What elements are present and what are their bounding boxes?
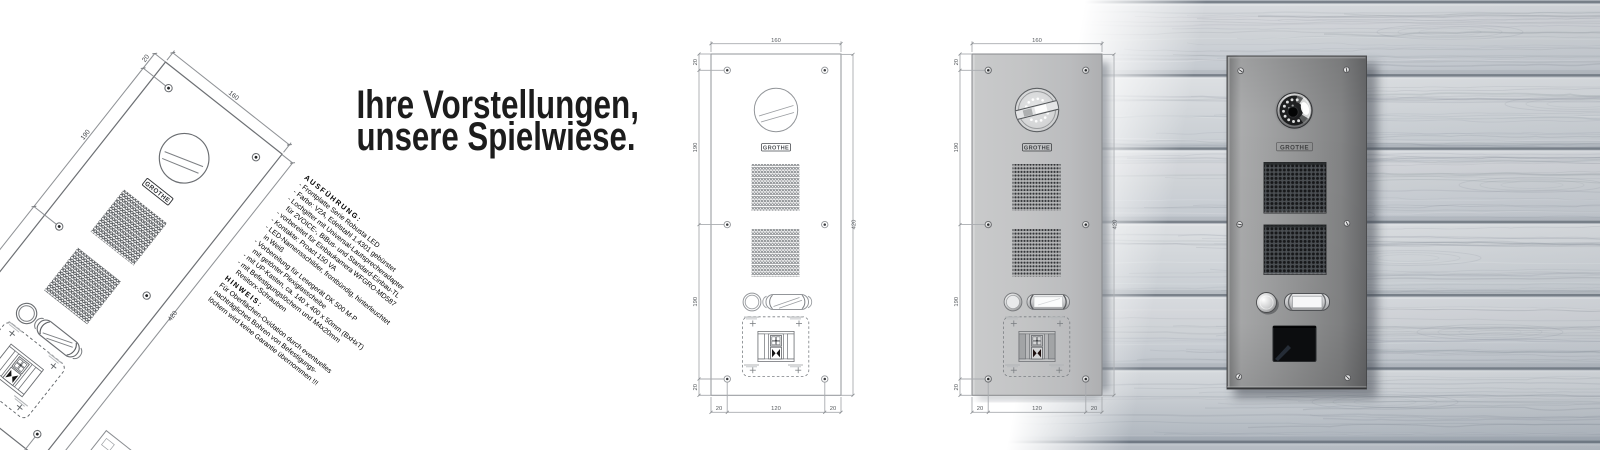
svg-text:20: 20 <box>716 406 722 412</box>
svg-text:GROTHE: GROTHE <box>1024 145 1050 151</box>
svg-text:20: 20 <box>954 384 960 390</box>
svg-text:120: 120 <box>1032 406 1042 412</box>
svg-text:20: 20 <box>954 59 960 65</box>
svg-text:420: 420 <box>1112 220 1118 230</box>
svg-text:20: 20 <box>141 53 151 63</box>
svg-text:GROTHE: GROTHE <box>763 145 789 151</box>
svg-text:160: 160 <box>1032 38 1042 44</box>
svg-text:20: 20 <box>977 406 983 412</box>
svg-text:20: 20 <box>1091 406 1097 412</box>
svg-text:20: 20 <box>830 406 836 412</box>
svg-text:20: 20 <box>693 384 699 390</box>
svg-text:420: 420 <box>851 220 857 230</box>
svg-text:unsere Spielwiese.: unsere Spielwiese. <box>357 115 636 159</box>
svg-text:160: 160 <box>771 38 781 44</box>
svg-text:Ihre Vorstellungen,: Ihre Vorstellungen, <box>357 83 640 127</box>
svg-text:190: 190 <box>954 143 960 153</box>
svg-text:120: 120 <box>771 406 781 412</box>
svg-text:190: 190 <box>693 143 699 153</box>
svg-text:20: 20 <box>693 59 699 65</box>
svg-text:190: 190 <box>954 297 960 307</box>
svg-text:190: 190 <box>693 297 699 307</box>
